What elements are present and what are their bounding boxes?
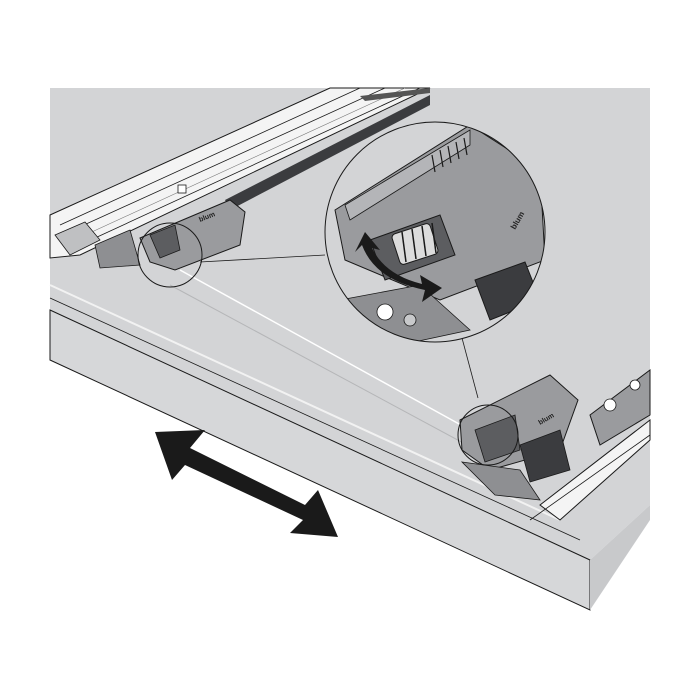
curved-double-arrow-icon <box>355 232 442 302</box>
left-locking-clip: blum <box>139 199 246 271</box>
leader-line <box>461 337 479 399</box>
right-runner-rail <box>529 369 651 521</box>
double-headed-arrow-icon <box>155 430 338 537</box>
runner-rail <box>49 87 431 269</box>
left-detail-circle <box>137 222 203 288</box>
panel-edge-line <box>169 284 481 453</box>
leader-line <box>199 254 326 263</box>
adjustment-wheel <box>369 214 456 281</box>
panel-right-face <box>590 505 650 610</box>
panel-edge-line <box>49 297 581 541</box>
right-detail-circle <box>457 404 519 466</box>
panel-edge-line <box>179 269 471 431</box>
panel-edge-line <box>49 284 561 521</box>
right-locking-clip: blum <box>459 374 579 501</box>
magnified-detail: blum <box>324 121 546 343</box>
housing-vents <box>431 137 468 173</box>
